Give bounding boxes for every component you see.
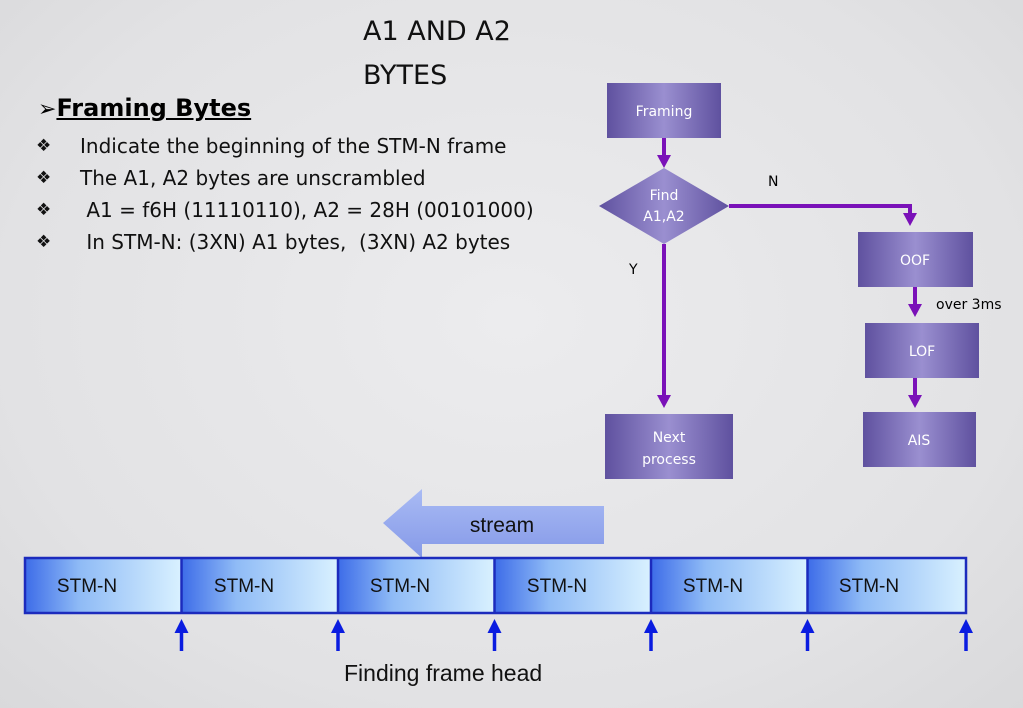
connector-framing-to-decision xyxy=(657,138,671,168)
bullet-text: Indicate the beginning of the STM-N fram… xyxy=(80,134,507,158)
diamond-bullet-icon: ❖ xyxy=(36,200,52,220)
stm-segment-label: STM-N xyxy=(683,576,743,597)
stm-segment-label: STM-N xyxy=(57,576,117,597)
find-a1a2-decision: Find A1,A2 xyxy=(599,168,729,244)
slide-title: A1 AND A2 BYTES xyxy=(363,16,511,91)
frame-head-arrow-icon xyxy=(644,619,658,651)
bullet-list: ❖ Indicate the beginning of the STM-N fr… xyxy=(36,130,534,258)
next-label-line2: process xyxy=(642,452,696,468)
connector-oof-to-lof xyxy=(908,287,922,317)
connector-yes-to-next xyxy=(657,244,671,408)
bullet-text: The A1, A2 bytes are unscrambled xyxy=(80,166,426,190)
stm-segment-label: STM-N xyxy=(214,576,274,597)
frame-head-arrow-icon xyxy=(331,619,345,651)
ais-box: AIS xyxy=(863,412,976,467)
framing-bytes-heading: ➢Framing Bytes xyxy=(38,94,251,122)
stm-segment: STM-N xyxy=(181,558,338,613)
stm-segment-label: STM-N xyxy=(370,576,430,597)
ais-label: AIS xyxy=(908,433,931,449)
framing-box: Framing xyxy=(607,83,721,138)
connector-no-to-oof xyxy=(729,204,917,226)
stm-segment: STM-N xyxy=(807,558,966,613)
diamond-bullet-icon: ❖ xyxy=(36,136,52,156)
connector-lof-to-ais xyxy=(908,378,922,408)
frame-head-markers xyxy=(174,619,973,651)
stm-segment: STM-N xyxy=(338,558,495,613)
decision-label-line2: A1,A2 xyxy=(643,209,684,225)
next-label-line1: Next xyxy=(653,430,686,446)
diamond-bullet-icon: ❖ xyxy=(36,232,52,252)
no-label: N xyxy=(768,174,778,190)
bullet-text: A1 = f6H (11110110), A2 = 28H (00101000) xyxy=(80,198,534,222)
heading-text: Framing Bytes xyxy=(56,94,252,122)
framing-label: Framing xyxy=(636,104,693,120)
bullet-text: In STM-N: (3XN) A1 bytes, (3XN) A2 bytes xyxy=(80,230,511,254)
bullet-item: ❖ In STM-N: (3XN) A1 bytes, (3XN) A2 byt… xyxy=(36,226,534,258)
yes-label: Y xyxy=(628,262,638,278)
finding-frame-head-caption: Finding frame head xyxy=(344,660,543,686)
stm-segment-label: STM-N xyxy=(527,576,587,597)
bullet-item: ❖ The A1, A2 bytes are unscrambled xyxy=(36,162,534,194)
stm-segment-label: STM-N xyxy=(839,576,899,597)
oof-box: OOF xyxy=(858,232,973,287)
frame-head-arrow-icon xyxy=(959,619,973,651)
frame-head-arrow-icon xyxy=(487,619,502,651)
stm-segment: STM-N xyxy=(25,558,182,613)
heading-arrow-icon: ➢ xyxy=(38,97,57,122)
delay-label: over 3ms xyxy=(936,297,1002,313)
stm-segment: STM-N xyxy=(651,558,808,613)
next-process-box: Next process xyxy=(605,414,733,479)
bullet-item: ❖ Indicate the beginning of the STM-N fr… xyxy=(36,130,534,162)
decision-label-line1: Find xyxy=(650,188,679,204)
oof-label: OOF xyxy=(900,253,930,269)
stm-segment: STM-N xyxy=(494,558,651,613)
stm-frame-row: STM-N STM-N STM-N STM-N STM-N STM-N xyxy=(23,556,968,615)
frame-head-arrow-icon xyxy=(800,619,815,651)
diamond-bullet-icon: ❖ xyxy=(36,168,52,188)
lof-box: LOF xyxy=(865,323,979,378)
stream-label: stream xyxy=(470,514,534,537)
bullet-item: ❖ A1 = f6H (11110110), A2 = 28H (0010100… xyxy=(36,194,534,226)
frame-head-arrow-icon xyxy=(174,619,189,651)
stream-arrow: stream xyxy=(383,489,604,558)
lof-label: LOF xyxy=(909,344,935,360)
